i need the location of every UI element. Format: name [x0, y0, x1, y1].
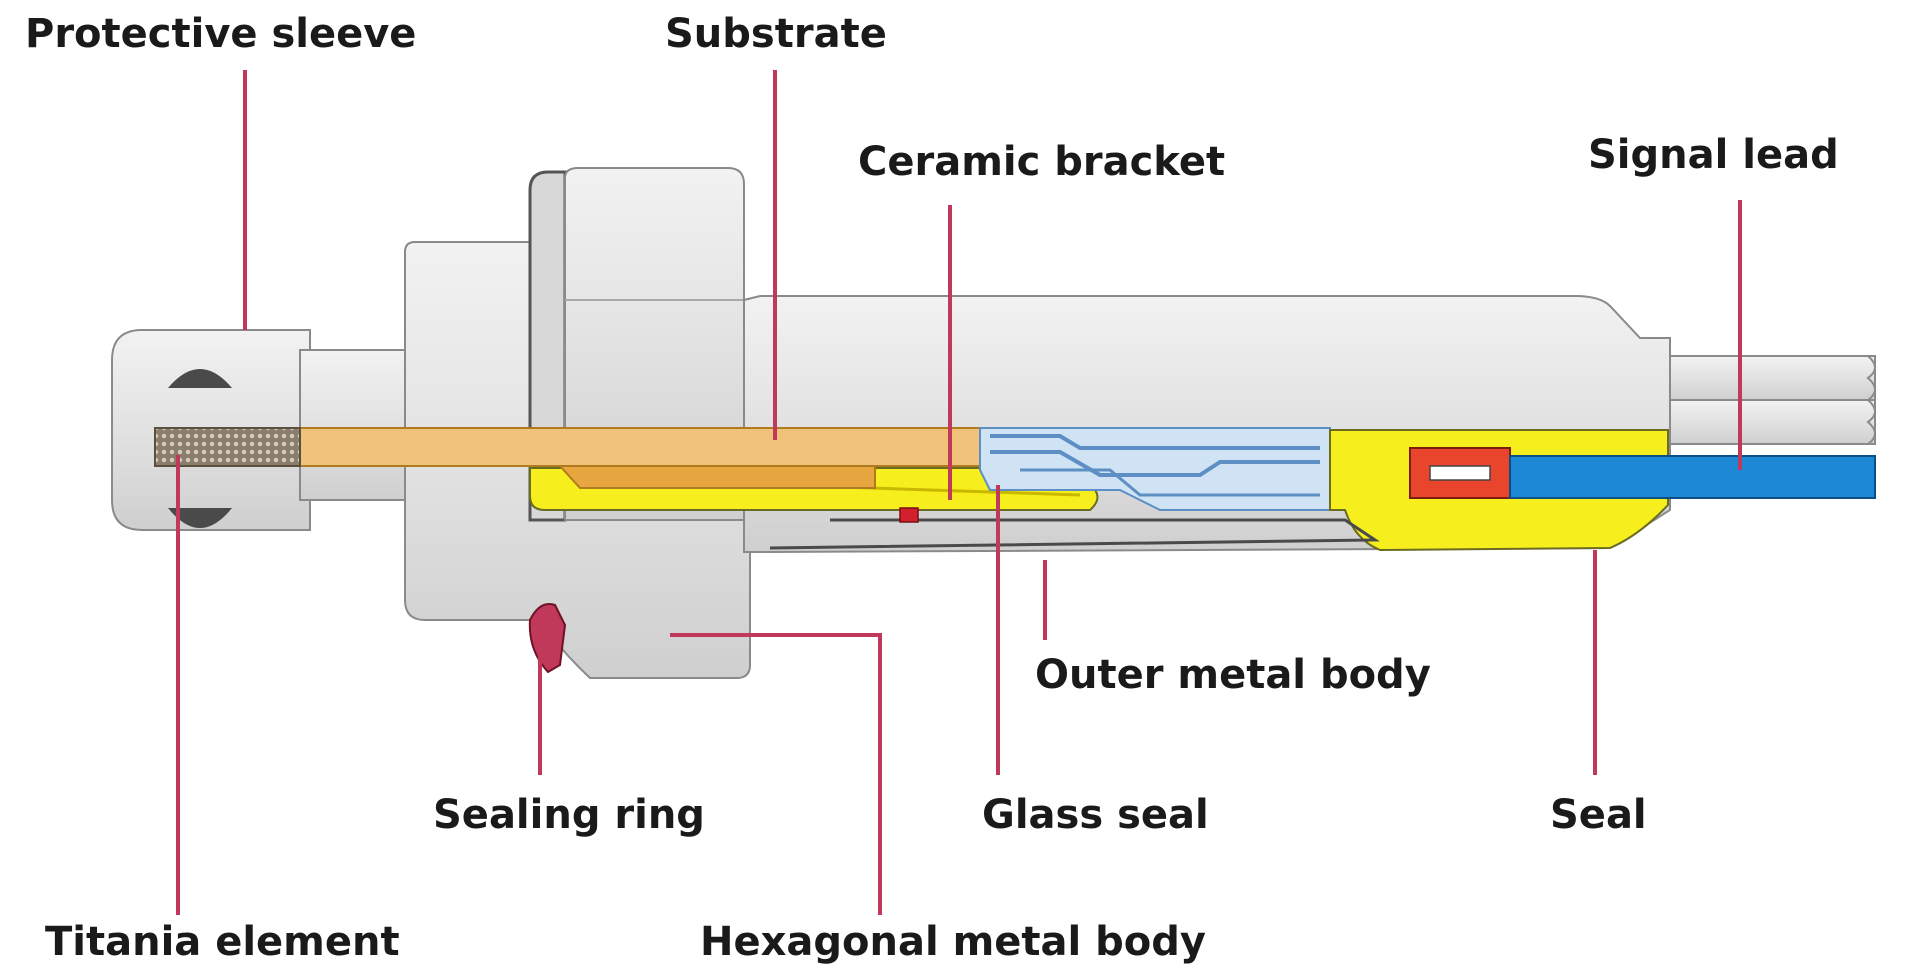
label-outer-metal-body: Outer metal body: [1035, 652, 1431, 698]
connector-shape: [1409, 447, 1511, 499]
cable-jacket: [1669, 355, 1876, 445]
label-titania-element: Titania element: [45, 919, 400, 965]
label-hexagonal-metal-body: Hexagonal metal body: [700, 919, 1206, 965]
signal-lead-shape: [1509, 455, 1876, 499]
label-glass-seal: Glass seal: [982, 792, 1209, 838]
leader-lines: [176, 70, 1742, 915]
label-protective-sleeve: Protective sleeve: [25, 11, 417, 57]
glass-seal-shape: [979, 427, 1331, 511]
sealing-ring-shape: [528, 603, 567, 674]
label-ceramic-bracket: Ceramic bracket: [858, 139, 1226, 185]
label-signal-lead: Signal lead: [1588, 132, 1839, 178]
label-sealing-ring: Sealing ring: [433, 792, 705, 838]
inner-tube: [299, 349, 421, 501]
label-seal: Seal: [1550, 792, 1647, 838]
label-substrate: Substrate: [665, 11, 887, 57]
leader-hexagonal-metal-body: [670, 633, 882, 915]
threaded-flange: [404, 241, 751, 679]
